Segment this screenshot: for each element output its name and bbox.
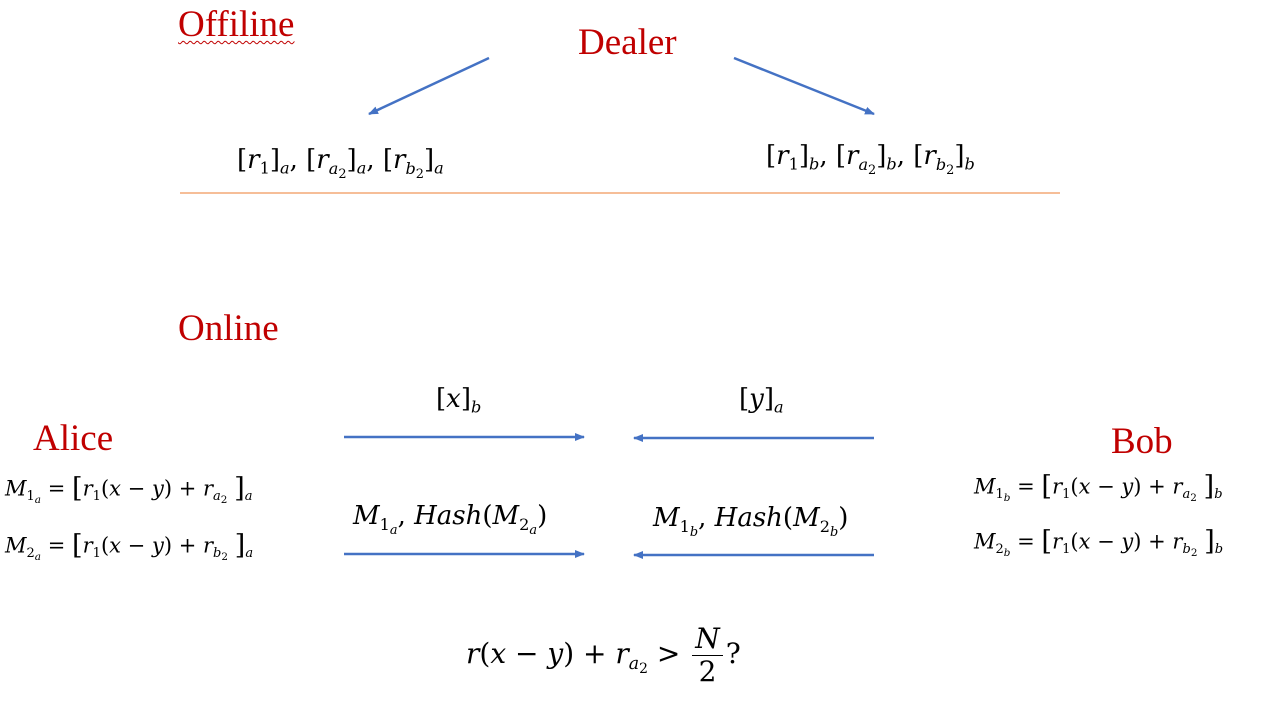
bob-offline-shares: [r1]b, [ra2]b, [rb2]b <box>766 141 975 178</box>
alice-heading: Alice <box>33 418 114 459</box>
dealer-to-alice-arrow <box>368 56 490 116</box>
bob-m2-formula: M2b = [r1(x − y) + rb2 ]b <box>974 526 1224 560</box>
bob-to-alice-message-1: [y]a <box>739 384 784 417</box>
alice-m2-formula: M2a = [r1(x − y) + rb2 ]a <box>5 530 254 564</box>
offline-heading: Offiline <box>178 4 295 45</box>
dealer-to-bob-arrow <box>733 56 875 116</box>
alice-m1-formula: M1a = [r1(x − y) + ra2 ]a <box>5 473 253 507</box>
bob-m1-formula: M1b = [r1(x − y) + ra2 ]b <box>974 471 1223 505</box>
alice-to-bob-message-1: [x]b <box>436 384 482 417</box>
alice-offline-shares: [r1]a, [ra2]a, [rb2]a <box>237 145 444 182</box>
bob-to-alice-message-2: M1b, Hash(M2b) <box>653 503 849 540</box>
bob-heading: Bob <box>1111 421 1173 462</box>
online-heading: Online <box>178 308 279 349</box>
alice-to-bob-message-2: M1a, Hash(M2a) <box>353 501 548 538</box>
dealer-heading: Dealer <box>578 22 677 63</box>
